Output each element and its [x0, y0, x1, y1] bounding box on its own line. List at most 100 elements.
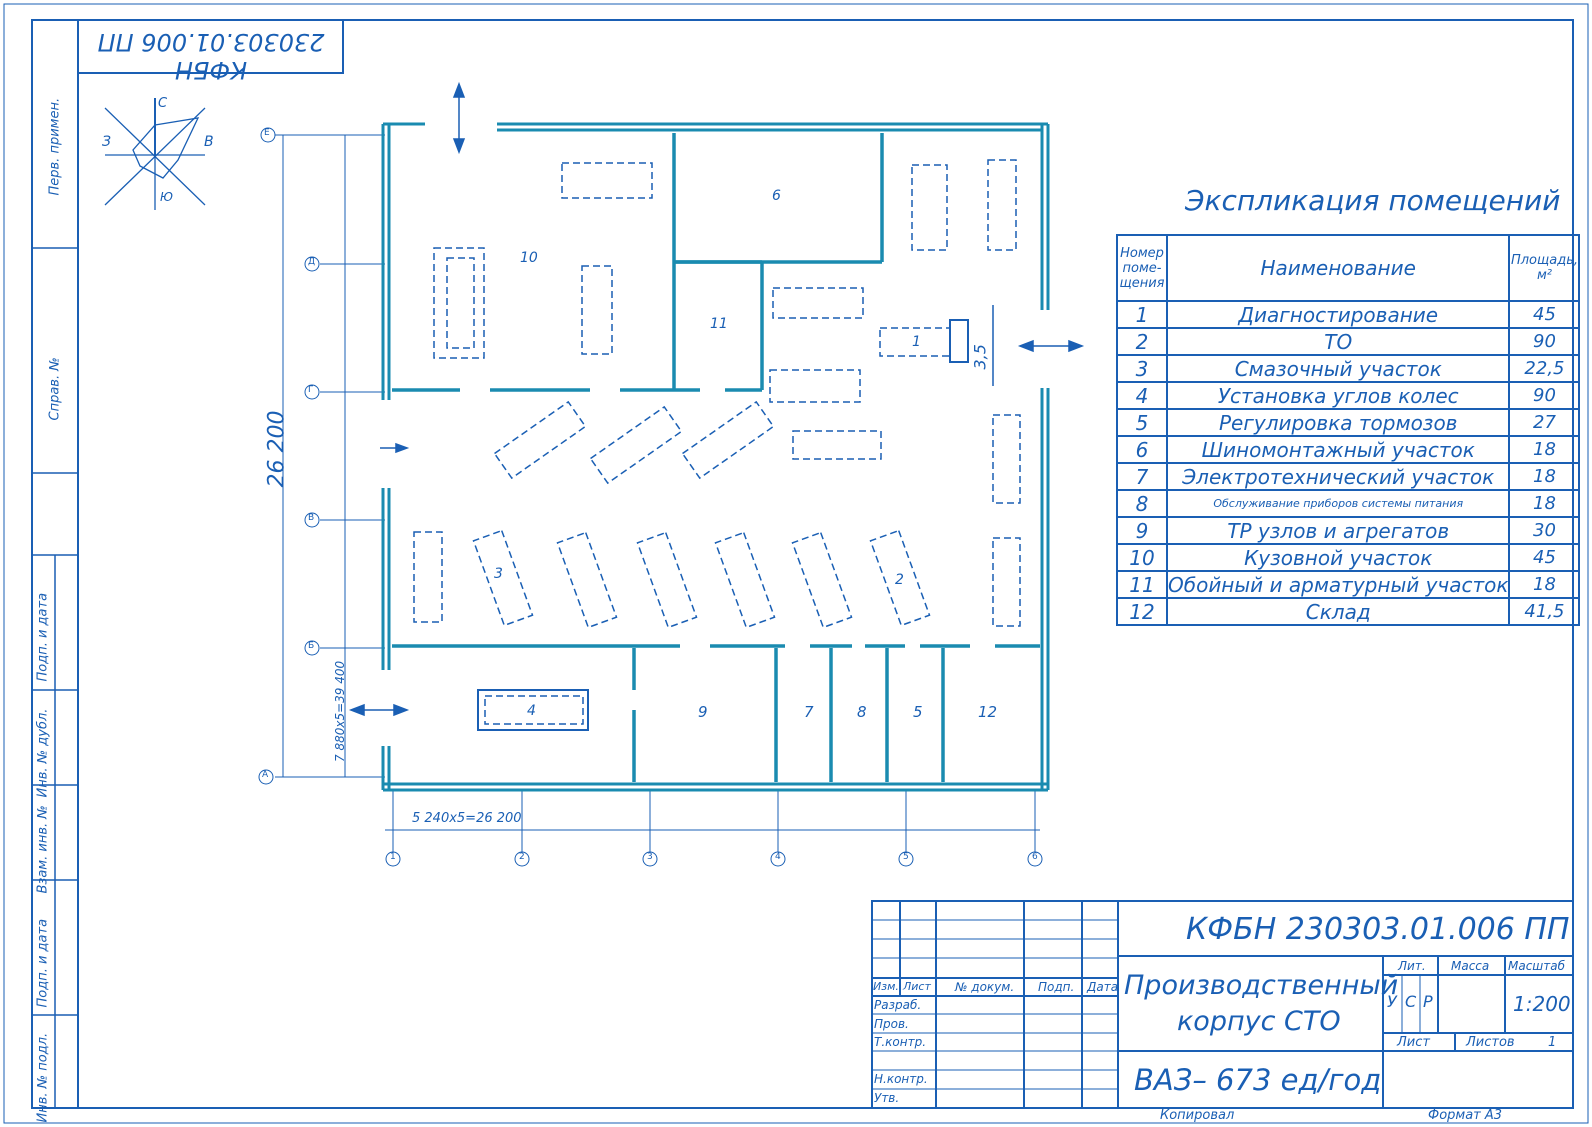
row-area: 22,5 — [1508, 354, 1581, 383]
side-label-podp1: Подп. и дата — [35, 592, 51, 682]
subtitle: ВАЗ– 673 ед/год — [1134, 1063, 1382, 1097]
row-name: Склад — [1165, 597, 1511, 626]
row-nkontr: Н.контр. — [874, 1072, 928, 1086]
row-number: 5 — [1116, 408, 1168, 437]
room-label-8: 8 — [857, 703, 867, 721]
row-name: Регулировка тормозов — [1165, 408, 1511, 437]
room-label-7: 7 — [804, 703, 814, 721]
axis-row-g: Г — [308, 385, 314, 395]
col-data: Дата — [1087, 980, 1119, 994]
axis-row-d: Д — [308, 257, 316, 267]
row-area: 90 — [1508, 381, 1581, 410]
row-number: 2 — [1116, 327, 1168, 356]
axis-row-a: А — [262, 770, 269, 780]
row-number: 9 — [1116, 516, 1168, 545]
lit-s: С — [1405, 992, 1417, 1011]
row-area: 27 — [1508, 408, 1581, 437]
row-area: 18 — [1508, 462, 1581, 491]
row-area: 18 — [1508, 435, 1581, 464]
scale-value: 1:200 — [1513, 992, 1571, 1016]
row-name: Кузовной участок — [1165, 543, 1511, 572]
header-number: Номер поме- щения — [1116, 234, 1168, 302]
axis-row-b: Б — [308, 641, 315, 651]
room-label-1: 1 — [912, 334, 921, 350]
row-number: 3 — [1116, 354, 1168, 383]
row-name: ТР узлов и агрегатов — [1165, 516, 1511, 545]
lit-label: Лит. — [1398, 959, 1426, 973]
dim-height: 26 200 — [264, 410, 290, 488]
axis-col-2: 2 — [519, 852, 525, 862]
compass-west: З — [102, 134, 111, 150]
row-razrab: Разраб. — [874, 998, 922, 1012]
room-label-12: 12 — [978, 703, 998, 721]
room-label-9: 9 — [698, 703, 708, 721]
side-label-inv-podl: Инв. № подл. — [35, 1032, 51, 1123]
row-prov: Пров. — [874, 1017, 909, 1031]
building-plan — [381, 122, 1050, 792]
row-name: Смазочный участок — [1165, 354, 1511, 383]
row-name: Шиномонтажный участок — [1165, 435, 1511, 464]
row-name: Установка углов колес — [1165, 381, 1511, 410]
row-number: 12 — [1116, 597, 1168, 626]
row-area: 30 — [1508, 516, 1581, 545]
row-name: Электротехнический участок — [1165, 462, 1511, 491]
header-area: Площадь, м² — [1508, 234, 1581, 302]
row-name: ТО — [1165, 327, 1511, 356]
row-name: Обслуживание приборов системы питания — [1165, 489, 1511, 518]
row-area: 18 — [1508, 489, 1581, 518]
axis-col-5: 5 — [903, 852, 909, 862]
explication-header-row: Номер поме- щения Наименование Площадь, … — [1116, 234, 1581, 302]
row-number: 1 — [1116, 300, 1168, 329]
top-stamp: КФБН 230303.01.006 ПП — [97, 28, 325, 84]
axis-col-3: 3 — [647, 852, 653, 862]
room-label-10: 10 — [520, 250, 538, 266]
col-doc: № докум. — [955, 980, 1015, 994]
massa-label: Масса — [1451, 959, 1490, 973]
row-area: 45 — [1508, 300, 1581, 329]
compass-north: С — [158, 96, 168, 111]
row-tkontr: Т.контр. — [874, 1035, 927, 1049]
room-label-2: 2 — [895, 572, 904, 588]
row-area: 45 — [1508, 543, 1581, 572]
compass-south: Ю — [160, 190, 173, 204]
lit-r: Р — [1423, 992, 1433, 1011]
axis-col-1: 1 — [390, 852, 396, 862]
explication-title: Экспликация помещений — [1185, 184, 1561, 217]
room-label-5: 5 — [913, 703, 923, 721]
footer-copied: Копировал — [1160, 1108, 1235, 1123]
row-name: Диагностирование — [1165, 300, 1511, 329]
col-list: Лист — [903, 980, 931, 993]
compass-rose — [104, 98, 206, 210]
sheet-label: Лист — [1397, 1035, 1430, 1050]
compass-east: В — [204, 134, 214, 150]
footer-format: Формат А3 — [1428, 1108, 1503, 1123]
side-label-perv: Перв. примен. — [47, 97, 63, 196]
row-name: Обойный и арматурный участок — [1165, 570, 1511, 599]
header-name: Наименование — [1165, 234, 1511, 302]
side-label-sprav: Справ. № — [47, 357, 63, 421]
row-number: 10 — [1116, 543, 1168, 572]
axis-col-4: 4 — [775, 852, 781, 862]
scale-label: Масштаб — [1508, 959, 1566, 973]
dim-bottom: 5 240x5=26 200 — [412, 811, 522, 826]
room-label-6: 6 — [772, 188, 781, 204]
row-utv: Утв. — [874, 1091, 900, 1105]
explication-table: Номер поме- щения Наименование Площадь, … — [1116, 234, 1581, 626]
room-label-11: 11 — [710, 316, 728, 332]
row-number: 7 — [1116, 462, 1168, 491]
side-label-vzam: Взам. инв. № — [35, 805, 51, 894]
row-area: 90 — [1508, 327, 1581, 356]
row-area: 41,5 — [1508, 597, 1581, 626]
